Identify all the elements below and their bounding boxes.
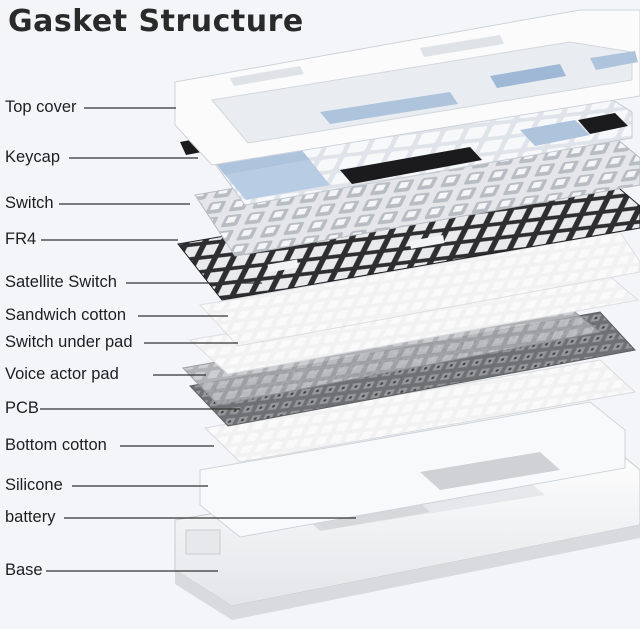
label-silicone: Silicone [5,476,63,494]
label-base: Base [5,561,43,579]
label-battery: battery [5,508,56,526]
label-keycap: Keycap [5,148,61,166]
leader-lines [40,107,356,572]
silicone-layer [199,401,626,538]
label-pcb: PCB [5,399,39,417]
sandwich-cotton-layer [199,231,640,347]
label-bottom-cotton: Bottom cotton [5,436,107,454]
label-switch-under-pad: Switch under pad [5,333,133,351]
label-top-cover: Top cover [5,98,77,116]
label-switch: Switch [5,194,54,212]
label-fr4: FR4 [5,230,37,248]
bottom-cotton-layer [203,359,637,463]
label-sandwich-cotton: Sandwich cotton [5,306,127,324]
diagram-title: Gasket Structure [8,4,304,39]
top-cover-layer [174,9,640,166]
label-satellite-switch: Satellite Switch [5,273,117,291]
label-voice-actor-pad: Voice actor pad [5,365,119,383]
